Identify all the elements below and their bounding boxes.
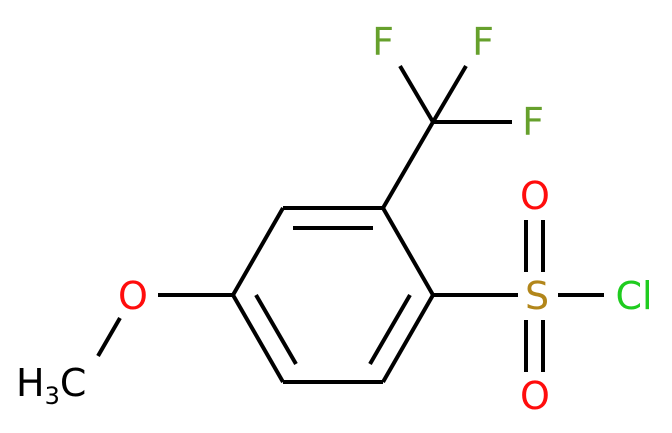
ch3-h: H	[16, 361, 45, 405]
bond-c6-c1-inner	[368, 293, 412, 366]
atom-labels: F F F O S O Cl O H3C	[16, 20, 653, 418]
atom-o-lower: O	[520, 374, 550, 418]
bonds	[96, 64, 604, 384]
bond-c1-c2	[381, 207, 435, 296]
bond-c6-c1	[381, 294, 435, 383]
ch3-subscript: 3	[45, 382, 60, 410]
bond-c3-c4	[231, 207, 285, 296]
atom-o-methoxy: O	[118, 274, 148, 318]
bond-c2-cf3	[381, 120, 435, 210]
bond-c-f1	[398, 64, 435, 124]
atom-s: S	[525, 274, 549, 318]
atom-o-upper: O	[520, 174, 550, 218]
bond-o-ch3	[96, 316, 122, 358]
atom-f1: F	[372, 20, 394, 64]
atom-cl: Cl	[615, 274, 652, 318]
bond-c-f2	[431, 64, 468, 124]
bond-c4-c5	[231, 294, 285, 383]
atom-ch3: H3C	[16, 361, 86, 410]
atom-f3: F	[522, 100, 544, 144]
bond-c4-c5-inner	[254, 293, 298, 366]
atom-f2: F	[472, 20, 494, 64]
ch3-c: C	[60, 361, 87, 405]
